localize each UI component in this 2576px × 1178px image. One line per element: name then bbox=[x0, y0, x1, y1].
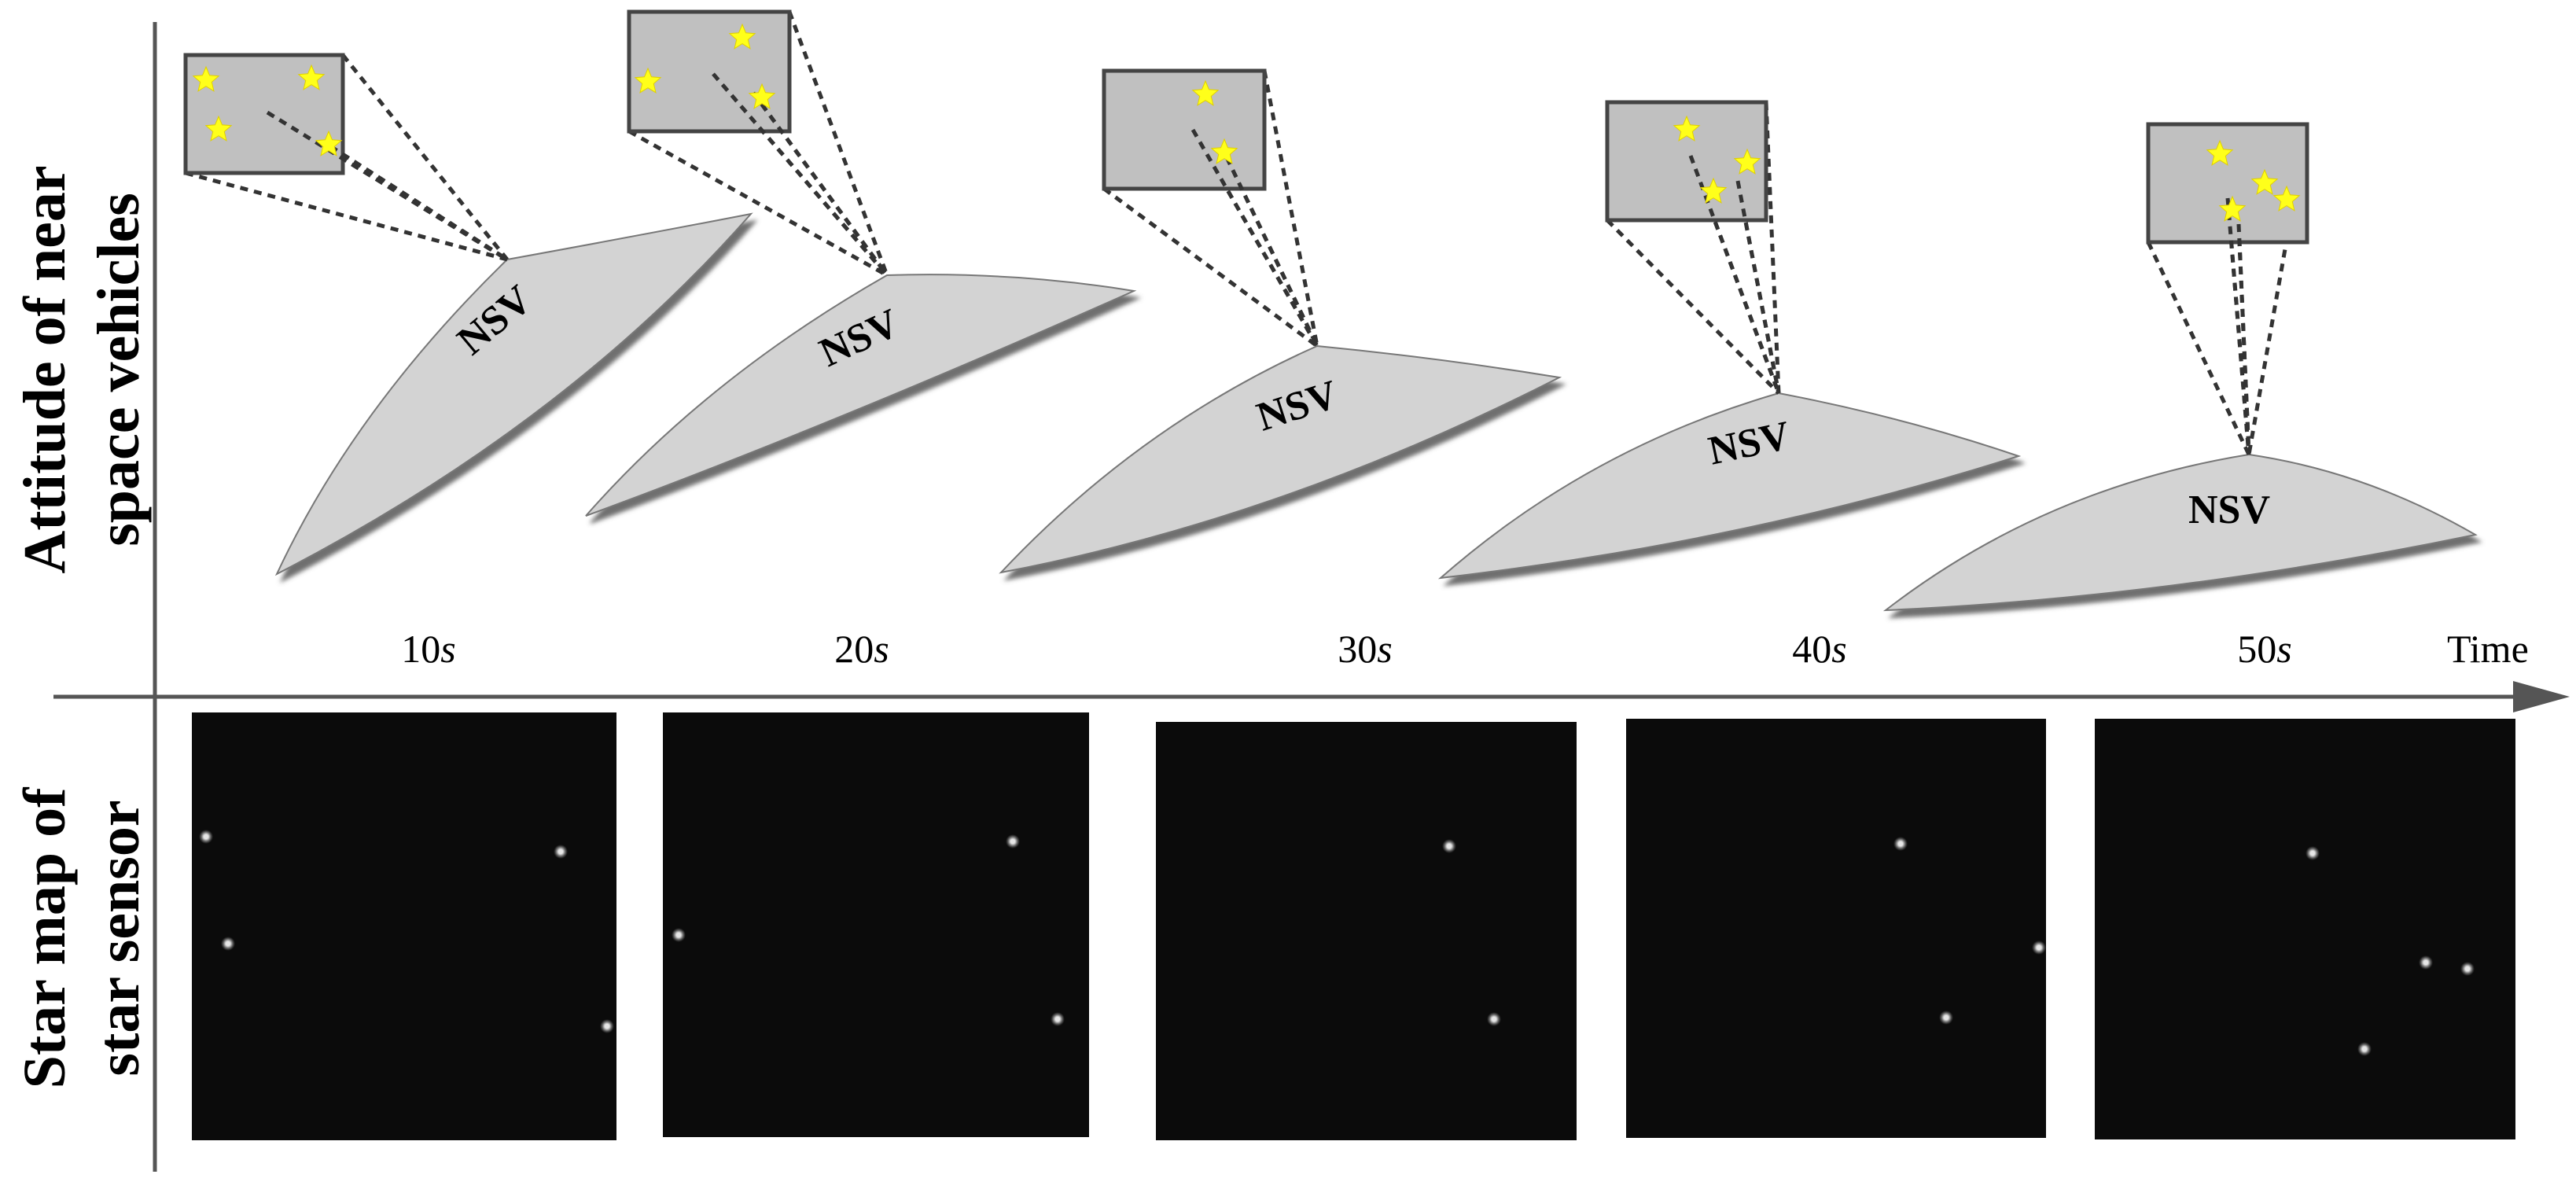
frame-5: NSV 50s bbox=[1882, 122, 2515, 1139]
time-label: 50s bbox=[2237, 627, 2291, 671]
time-unit: s bbox=[1377, 627, 1392, 671]
star-icon bbox=[1191, 79, 1220, 106]
projection-line bbox=[266, 110, 509, 262]
time-label: 40s bbox=[1792, 627, 1846, 671]
projection-line bbox=[185, 171, 508, 262]
star-map-image bbox=[663, 712, 1089, 1137]
star-icon bbox=[297, 64, 326, 90]
star-view-inset bbox=[1102, 68, 1267, 191]
nsv-vehicle-shape bbox=[999, 344, 1562, 574]
sensor-star bbox=[226, 941, 230, 946]
nsv-vehicle-shape bbox=[585, 274, 1137, 517]
time-axis-arrowhead bbox=[2513, 681, 2570, 712]
time-label: 20s bbox=[834, 627, 889, 671]
sensor-star bbox=[2310, 851, 2315, 856]
star-map-image bbox=[2095, 719, 2515, 1139]
sensor-star bbox=[2423, 960, 2428, 965]
sensor-star bbox=[2465, 966, 2470, 971]
projection-line bbox=[1224, 156, 1319, 348]
top-y-label-line1: Attitude of near bbox=[12, 165, 78, 573]
star-icon bbox=[315, 130, 343, 156]
star-icon bbox=[634, 67, 662, 94]
sensor-star bbox=[1010, 839, 1015, 844]
sensor-star bbox=[2362, 1047, 2367, 1051]
sensor-star bbox=[2037, 945, 2041, 950]
bottom-y-label-line2: star sensor bbox=[86, 800, 152, 1076]
star-view-inset bbox=[627, 9, 792, 134]
sensor-star bbox=[1447, 844, 1452, 849]
top-y-label: Attitude of near space vehicles bbox=[12, 165, 152, 573]
projection-line bbox=[787, 11, 889, 276]
sensor-star bbox=[605, 1024, 609, 1029]
bottom-y-label-line1: Star map of bbox=[12, 786, 78, 1089]
star-icon bbox=[728, 23, 756, 50]
projection-line bbox=[1735, 180, 1781, 394]
nsv-vehicle-shape bbox=[274, 212, 753, 576]
projection-line bbox=[2146, 241, 2251, 456]
sensor-star bbox=[1055, 1017, 1060, 1022]
star-view-inset bbox=[183, 53, 345, 175]
time-unit: s bbox=[874, 627, 889, 671]
star-icon bbox=[2218, 195, 2247, 222]
projection-line bbox=[1764, 101, 1781, 394]
star-icon bbox=[2206, 139, 2234, 166]
time-unit: s bbox=[1831, 627, 1846, 671]
projection-line bbox=[329, 144, 509, 262]
time-unit: s bbox=[2276, 627, 2291, 671]
sensor-star bbox=[558, 849, 563, 854]
bottom-y-label: Star map of star sensor bbox=[12, 786, 152, 1089]
sensor-star bbox=[1944, 1015, 1949, 1020]
star-icon bbox=[2272, 185, 2301, 212]
nsv-label: NSV bbox=[2188, 488, 2270, 532]
projection-line bbox=[627, 129, 889, 278]
star-icon bbox=[204, 115, 233, 142]
star-icon bbox=[1210, 138, 1238, 164]
projection-line bbox=[341, 53, 509, 261]
nsv-vehicle-shape bbox=[1437, 392, 2022, 580]
projection-line bbox=[1262, 70, 1319, 347]
time-axis-label: Time bbox=[2447, 627, 2529, 671]
star-icon bbox=[2250, 168, 2279, 195]
time-label: 30s bbox=[1338, 627, 1392, 671]
nsv-vehicle-shape bbox=[1882, 453, 2478, 612]
top-y-label-line2: space vehicles bbox=[86, 193, 152, 547]
projection-line bbox=[1102, 186, 1319, 348]
projection-line bbox=[712, 72, 889, 277]
time-label: 10s bbox=[401, 627, 455, 671]
star-icon bbox=[1673, 115, 1701, 142]
sensor-star bbox=[676, 933, 681, 937]
star-icon bbox=[1699, 177, 1728, 204]
sensor-star bbox=[204, 834, 208, 839]
projection-line bbox=[2236, 223, 2251, 455]
star-icon bbox=[1733, 148, 1761, 175]
star-view-inset bbox=[2146, 122, 2309, 245]
star-map-image bbox=[1156, 722, 1577, 1140]
star-icon bbox=[748, 83, 776, 109]
time-unit: s bbox=[440, 627, 455, 671]
projection-line bbox=[1606, 219, 1780, 395]
star-icon bbox=[192, 65, 220, 92]
projection-line bbox=[751, 91, 889, 277]
sensor-star bbox=[1898, 841, 1903, 846]
star-map-image bbox=[192, 712, 616, 1140]
sensor-star bbox=[1492, 1017, 1496, 1022]
star-map-image bbox=[1626, 719, 2046, 1138]
